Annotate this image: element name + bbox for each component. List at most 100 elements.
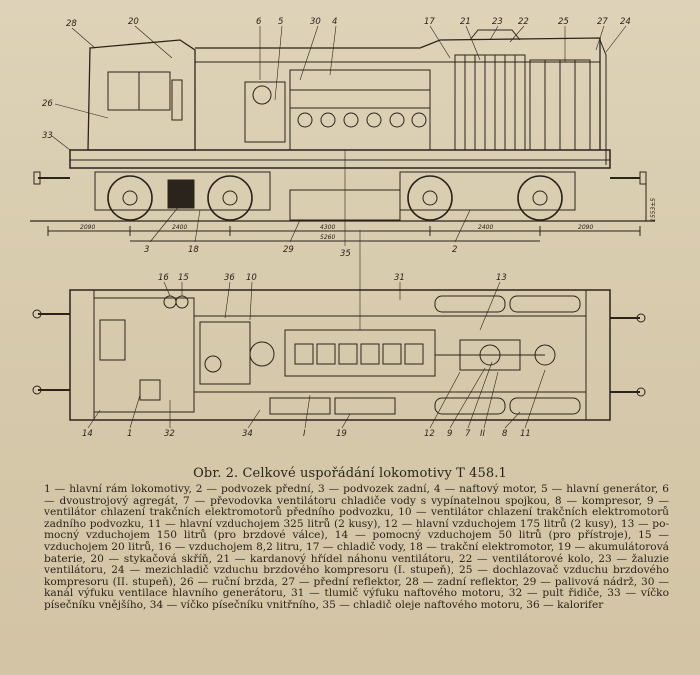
legend-item: přístroje), — [577, 529, 632, 542]
legend-item: 36 — kalorifer — [526, 598, 604, 611]
callout-34: 34 — [242, 429, 253, 439]
legend-item: 12 — hlavní vzduchojem 175 litrů (2 kusy… — [384, 517, 618, 530]
callout-32: 32 — [164, 429, 175, 439]
legend-item: 28 — zadní reflektor, — [405, 575, 519, 588]
callout-30: 30 — [310, 17, 321, 27]
dimensions: 2090 2400 4300 5260 2400 2090 1553±5 — [80, 198, 657, 241]
legend-item: 33 — víčko písečníku vnějšího, — [44, 587, 669, 611]
legend-item: 18 — trakční — [409, 540, 479, 553]
dim-height: 1553±5 — [650, 198, 657, 222]
callout-18: 18 — [188, 245, 199, 255]
legend-item: 25 — dochlazovač vzduchu brzdového kompr… — [44, 564, 670, 588]
plan-callouts: 16 15 36 10 31 13 14 1 32 34 I 19 12 9 7… — [82, 273, 531, 439]
callout-25: 25 — [558, 17, 569, 27]
legend-item: náhonu ventilátoru, — [347, 552, 455, 565]
legend-item: 35 — chladič oleje naftového motoru, — [322, 598, 523, 611]
legend-item: 2 — podvozek přední, — [195, 483, 314, 495]
callout-16: 16 — [158, 273, 169, 283]
callout-7: 7 — [465, 429, 471, 439]
side-elevation — [30, 29, 655, 242]
callout-28: 28 — [66, 19, 77, 29]
callout-12: 12 — [424, 429, 435, 439]
dim-2090-rear: 2090 — [80, 224, 95, 231]
callout-35: 35 — [340, 249, 351, 259]
callout-33: 33 — [42, 131, 53, 141]
legend-item: 16 — vzduchojem 8,2 litru, — [157, 540, 303, 553]
legend-item: vzduchu brzdového kompresoru (I. stupeň)… — [213, 564, 455, 577]
engine-cylinders — [297, 112, 427, 128]
dim-2090-front: 2090 — [578, 224, 593, 231]
legend-item: předního podvozku, — [286, 506, 394, 519]
callout-26: 26 — [42, 99, 53, 109]
callout-29: 29 — [283, 245, 294, 255]
callout-I: I — [303, 429, 306, 439]
legend-item: 23 — žaluzie ventilátoru, — [44, 552, 670, 577]
callout-8: 8 — [502, 429, 508, 439]
legend-item: 4 — naftový motor, — [433, 483, 538, 495]
callout-10: 10 — [246, 273, 257, 283]
callout-1: 1 — [127, 429, 132, 439]
callout-19: 19 — [336, 429, 347, 439]
legend-item: 14 — pomocný vzduchojem 50 litrů (pro — [334, 529, 571, 542]
leader-lines — [51, 25, 627, 429]
legend-item: 19 — akumulátorová baterie, — [44, 540, 669, 565]
callout-6: 6 — [256, 17, 262, 27]
front-bogie — [399, 171, 576, 221]
plan-cylinders — [294, 343, 424, 365]
callout-31: 31 — [394, 273, 405, 283]
callout-20: 20 — [128, 17, 139, 27]
legend-item: 21 — kardanový hřídel — [216, 552, 343, 565]
callout-13: 13 — [496, 273, 507, 283]
callout-22: 22 — [518, 17, 529, 27]
callout-36: 36 — [224, 273, 235, 283]
legend-item: 15 — vzduchojem 20 litrů, — [44, 529, 670, 553]
legend-item: 6 — dvoustrojový agregát, — [44, 483, 670, 507]
callout-14: 14 — [82, 429, 93, 439]
callout-3: 3 — [144, 245, 149, 255]
callout-5: 5 — [278, 17, 283, 27]
legend-item: 32 — pult řidiče, — [508, 587, 603, 600]
dim-2400-front: 2400 — [478, 224, 493, 231]
dim-4300: 4300 — [320, 224, 335, 231]
legend-item: 30 — kanál výfuku ventilace hlavního gen… — [44, 575, 669, 600]
legend-item: 31 — tlumič výfuku naftového — [290, 587, 457, 600]
legend-item: motoru, — [461, 587, 505, 600]
legend-item: 8 — kompresor, — [554, 494, 642, 507]
legend-item: (II. stupeň), — [112, 575, 177, 588]
legend-item: 20 — stykačová skříň, — [90, 552, 212, 565]
legend-item: s vypínatelnou spojkou, — [420, 494, 551, 507]
legend-item: 27 — přední reflektor, — [281, 575, 402, 588]
legend-item: 34 — víčko písečníku vnitřního, — [149, 598, 319, 611]
locomotive-drawing: 28 20 6 5 30 4 17 21 23 22 25 27 24 26 3… — [30, 17, 657, 439]
legend-item: 9 — ventilátor chlazení trakčních elektr… — [44, 494, 669, 519]
legend-item: 11 — hlavní vzduchojem 325 litrů (2 kusy… — [147, 517, 381, 530]
legend-item: mocný vzduchojem 150 litrů (pro brzdové … — [44, 529, 328, 542]
callout-15: 15 — [178, 273, 189, 283]
legend-item: nádrž, — [603, 575, 638, 588]
rear-bogie — [94, 171, 271, 221]
callout-4: 4 — [332, 17, 337, 27]
legend-item: 24 — mezichladič — [111, 564, 209, 577]
callout-17: 17 — [424, 17, 435, 27]
callout-11: 11 — [520, 429, 531, 439]
legend-item: elektromotor, — [481, 540, 555, 553]
plan-view — [32, 289, 646, 421]
side-callouts: 28 20 6 5 30 4 17 21 23 22 25 27 24 26 3… — [42, 17, 631, 259]
figure-caption: Obr. 2. Celkové uspořádání lokomotivy T … — [193, 466, 507, 481]
legend-item: 1 — hlavní rám lokomotivy, — [44, 483, 192, 495]
legend-item: 10 — ventilátor chlazení trakčních elekt… — [44, 506, 669, 530]
callout-II: II — [480, 429, 486, 439]
legend-item: 17 — chladič vody, — [306, 540, 406, 553]
legend-item: 22 — ventilátorové kolo, — [458, 552, 594, 565]
legend-item: 26 — ruční brzda, — [180, 575, 278, 588]
callout-9: 9 — [447, 429, 452, 439]
dim-5260: 5260 — [320, 234, 335, 241]
callout-24: 24 — [620, 17, 631, 27]
dim-2400-rear: 2400 — [172, 224, 187, 231]
legend-text: 1 — hlavní rám lokomotivy, 2 — podvozek … — [44, 483, 670, 612]
legend-item: 3 — podvozek zadní, — [317, 483, 430, 495]
callout-23: 23 — [492, 17, 503, 27]
callout-2: 2 — [452, 245, 457, 255]
legend-item: 5 — hlavní generátor, — [541, 483, 659, 495]
